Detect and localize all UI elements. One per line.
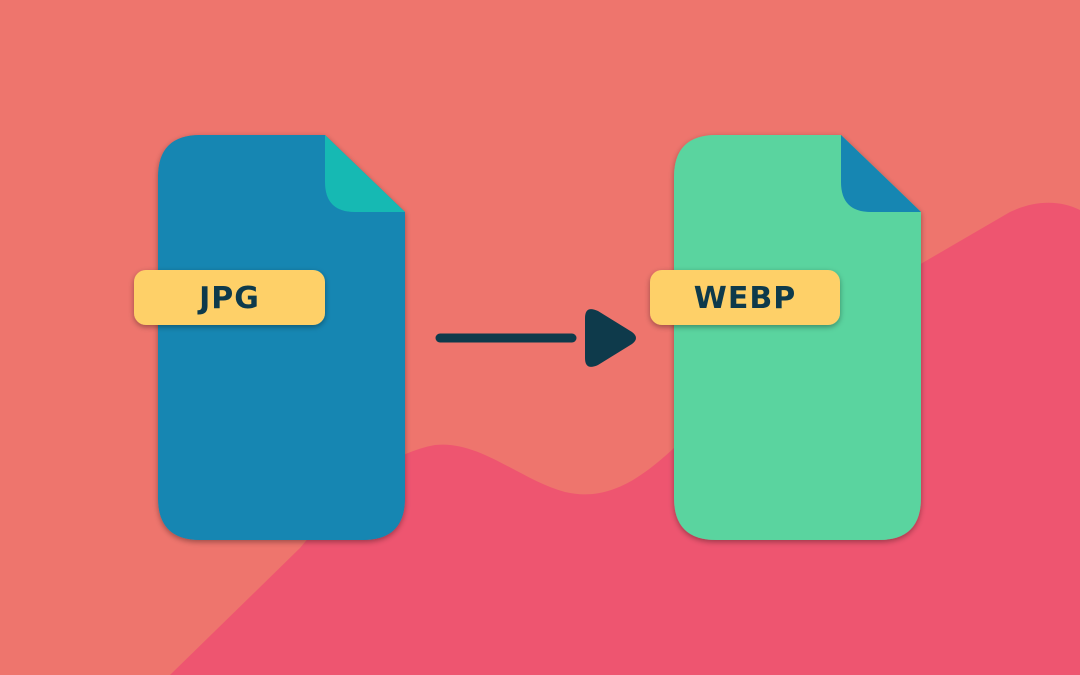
target-file-fold — [841, 135, 921, 212]
source-tag-background — [134, 270, 325, 325]
target-format-tag — [650, 270, 840, 325]
target-tag-background — [650, 270, 840, 325]
source-format-tag — [134, 270, 325, 325]
source-file-icon — [158, 135, 405, 540]
target-file-icon — [674, 135, 921, 540]
target-file-body — [674, 135, 921, 540]
arrow-head — [585, 309, 636, 367]
source-file-fold — [325, 135, 405, 212]
arrow-right-icon — [435, 309, 636, 367]
target-format-label: WEBP — [694, 281, 796, 316]
source-format-label: JPG — [197, 281, 260, 316]
source-file-body — [158, 135, 405, 540]
